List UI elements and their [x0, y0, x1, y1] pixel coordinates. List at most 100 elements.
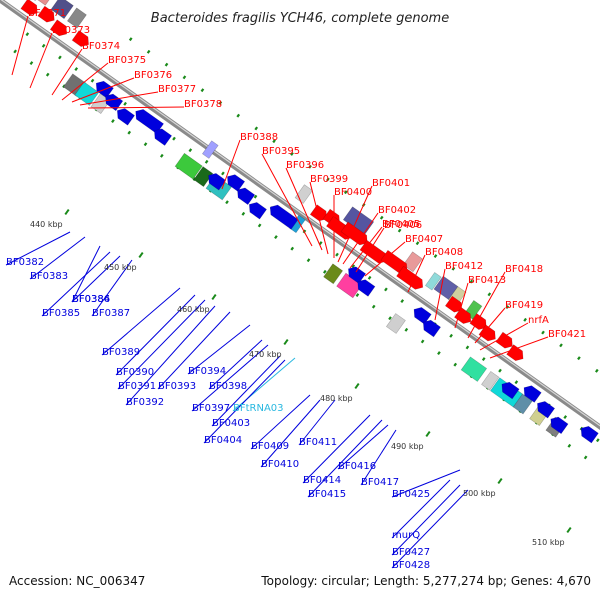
feature-box[interactable] — [481, 370, 500, 391]
gene-label[interactable]: BF0382 — [6, 257, 44, 268]
gene-label[interactable]: BF0393 — [158, 381, 196, 392]
reverse-gene-arrow[interactable] — [578, 423, 599, 444]
gene-label[interactable]: BF0374 — [82, 41, 120, 52]
feature-box[interactable] — [74, 81, 100, 106]
reverse-gene-arrow[interactable] — [498, 379, 520, 400]
gene-label[interactable]: BF0386 — [72, 294, 110, 305]
reverse-gene-arrow[interactable] — [246, 199, 268, 220]
gene-label[interactable]: BF0427 — [392, 547, 430, 558]
gene-label[interactable]: BF0412 — [445, 261, 483, 272]
gene-label[interactable]: BF0405 — [382, 219, 420, 230]
gene-label[interactable]: BF0399 — [310, 174, 348, 185]
gene-label[interactable]: BF0377 — [158, 84, 196, 95]
forward-gene-arrow[interactable] — [469, 313, 490, 332]
gene-label[interactable]: BF0389 — [102, 347, 140, 358]
reverse-gene-arrow[interactable] — [420, 317, 442, 338]
forward-gene-arrow[interactable] — [309, 204, 330, 224]
gene-label[interactable]: BF0416 — [338, 461, 376, 472]
feature-box[interactable] — [433, 275, 459, 300]
feature-box[interactable] — [36, 0, 56, 6]
gene-label[interactable]: BF0404 — [204, 435, 242, 446]
forward-gene-arrow[interactable] — [506, 344, 527, 364]
feature-box[interactable] — [424, 272, 442, 291]
forward-gene-arrow[interactable] — [396, 265, 427, 292]
track-dot — [451, 266, 456, 271]
forward-gene-arrow[interactable] — [453, 307, 474, 326]
forward-gene-arrow[interactable] — [478, 324, 499, 344]
reverse-gene-arrow[interactable] — [267, 202, 299, 230]
gene-label[interactable]: BF0406 — [384, 220, 422, 231]
gene-label[interactable]: BF0415 — [308, 489, 346, 500]
gene-label[interactable]: BF0376 — [134, 70, 172, 81]
gene-label[interactable]: BF0392 — [126, 397, 164, 408]
gene-label[interactable]: BF0401 — [372, 178, 410, 189]
forward-gene-arrow[interactable] — [49, 19, 70, 39]
forward-gene-arrow[interactable] — [20, 0, 41, 18]
feature-box[interactable] — [460, 356, 488, 382]
gene-label[interactable]: BF0373 — [52, 25, 90, 36]
reverse-gene-arrow[interactable] — [520, 383, 542, 403]
gene-label[interactable]: BF0408 — [425, 247, 463, 258]
gene-label[interactable]: BF0400 — [334, 187, 372, 198]
gene-label[interactable]: BF0378 — [184, 99, 222, 110]
gene-label[interactable]: BF0411 — [299, 437, 337, 448]
gene-label[interactable]: BF0410 — [261, 459, 299, 470]
feature-box[interactable] — [201, 140, 219, 159]
gene-label[interactable]: BFtRNA03 — [233, 403, 284, 414]
gene-label[interactable]: BF0375 — [108, 55, 146, 66]
gene-label[interactable]: BF0409 — [251, 441, 289, 452]
gene-label[interactable]: nrfA — [528, 315, 549, 326]
gene-label[interactable]: BF0403 — [212, 418, 250, 429]
gene-label[interactable]: BF0417 — [361, 477, 399, 488]
reverse-gene-arrow[interactable] — [354, 277, 376, 297]
track-dot — [182, 75, 187, 80]
gene-label[interactable]: BF0414 — [303, 475, 341, 486]
leader-line — [474, 307, 506, 344]
gene-label[interactable]: BF0383 — [30, 271, 68, 282]
forward-gene-arrow[interactable] — [359, 239, 390, 266]
reverse-gene-arrow[interactable] — [205, 170, 227, 191]
gene-label[interactable]: BF0418 — [505, 264, 543, 275]
reverse-gene-arrow[interactable] — [534, 398, 556, 419]
reverse-gene-arrow[interactable] — [547, 414, 569, 435]
feature-box[interactable] — [193, 166, 214, 188]
reverse-gene-arrow[interactable] — [234, 185, 256, 206]
forward-gene-arrow[interactable] — [37, 5, 58, 25]
feature-box[interactable] — [385, 313, 406, 334]
feature-box[interactable] — [50, 0, 74, 20]
reverse-gene-arrow[interactable] — [114, 106, 136, 126]
gene-label[interactable]: BF0396 — [286, 160, 324, 171]
forward-gene-arrow[interactable] — [71, 30, 92, 49]
feature-box[interactable] — [174, 152, 203, 180]
gene-label[interactable]: BF0385 — [42, 308, 80, 319]
forward-gene-arrow[interactable] — [444, 295, 465, 315]
gene-label[interactable]: BF0402 — [378, 205, 416, 216]
feature-box[interactable] — [90, 93, 111, 115]
leader-line — [117, 299, 206, 390]
gene-label[interactable]: BF0390 — [116, 367, 154, 378]
feature-box[interactable] — [402, 251, 423, 273]
forward-gene-arrow[interactable] — [340, 221, 371, 248]
gene-label[interactable]: murQ — [392, 530, 420, 541]
gene-label[interactable]: BF0419 — [505, 300, 543, 311]
gene-label[interactable]: BF0425 — [392, 489, 430, 500]
gene-label[interactable]: BF0371 — [28, 8, 66, 19]
kbp-tick-mark — [497, 477, 503, 485]
gene-label[interactable]: BF0394 — [188, 366, 226, 377]
gene-label[interactable]: BF0407 — [405, 234, 443, 245]
gene-label[interactable]: BF0421 — [548, 329, 586, 340]
track-dot — [143, 142, 148, 147]
gene-label[interactable]: BF0388 — [240, 132, 278, 143]
gene-label[interactable]: BF0384 — [72, 294, 110, 305]
reverse-gene-arrow[interactable] — [151, 126, 173, 146]
track-dot — [379, 215, 384, 220]
feature-box[interactable] — [66, 7, 87, 29]
gene-label[interactable]: BF0387 — [92, 308, 130, 319]
gene-label[interactable]: BF0395 — [262, 146, 300, 157]
gene-label[interactable]: BF0413 — [468, 275, 506, 286]
feature-box[interactable] — [323, 263, 344, 285]
gene-label[interactable]: BF0397 — [192, 403, 230, 414]
gene-label[interactable]: BF0428 — [392, 560, 430, 571]
gene-label[interactable]: BF0398 — [209, 381, 247, 392]
gene-label[interactable]: BF0391 — [118, 381, 156, 392]
